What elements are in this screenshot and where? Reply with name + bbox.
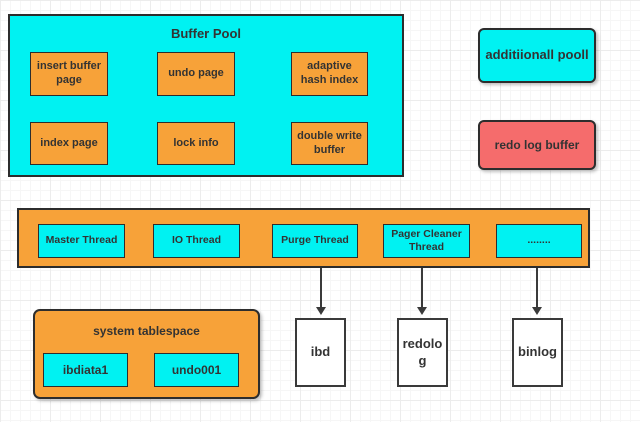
- thread-box-master-thread: Master Thread: [38, 224, 125, 258]
- arrow-pager-cleaner-to-redolog: [417, 268, 427, 315]
- file-box-ibd: ibd: [295, 318, 346, 387]
- buffer-pool-cell-double-write-buffer: double write buffer: [291, 122, 368, 165]
- buffer-pool-cell-adaptive-hash-index: adaptive hash index: [291, 52, 368, 96]
- thread-box-purge-thread: Purge Thread: [272, 224, 358, 258]
- arrow-ellipsis-to-binlog: [532, 268, 542, 315]
- thread-box-io-thread: IO Thread: [153, 224, 240, 258]
- buffer-pool-cell-lock-info: lock info: [157, 122, 235, 165]
- buffer-pool-cell-index-page: index page: [30, 122, 108, 165]
- thread-box-pager-cleaner-thread: Pager Cleaner Thread: [383, 224, 470, 258]
- file-box-redolog: redolog: [397, 318, 448, 387]
- file-box-binlog: binlog: [512, 318, 563, 387]
- buffer-pool-cell-insert-buffer-page: insert buffer page: [30, 52, 108, 96]
- buffer-pool-title: Buffer Pool: [170, 26, 242, 41]
- additional-pool-box: additiionall pooll: [478, 28, 596, 83]
- buffer-pool-container: Buffer Pool insert buffer page undo page…: [8, 14, 404, 177]
- buffer-pool-cell-undo-page: undo page: [157, 52, 235, 96]
- tablespace-file-ibdiata1: ibdiata1: [43, 353, 128, 387]
- thread-bar-container: Master Thread IO Thread Purge Thread Pag…: [17, 208, 590, 268]
- tablespace-file-undo001: undo001: [154, 353, 239, 387]
- system-tablespace-title: system tablespace: [93, 324, 200, 338]
- redo-log-buffer-box: redo log buffer: [478, 120, 596, 170]
- arrow-purge-thread-to-ibd: [316, 268, 326, 315]
- thread-box-ellipsis: ........: [496, 224, 582, 258]
- system-tablespace-container: system tablespace ibdiata1 undo001: [33, 309, 260, 399]
